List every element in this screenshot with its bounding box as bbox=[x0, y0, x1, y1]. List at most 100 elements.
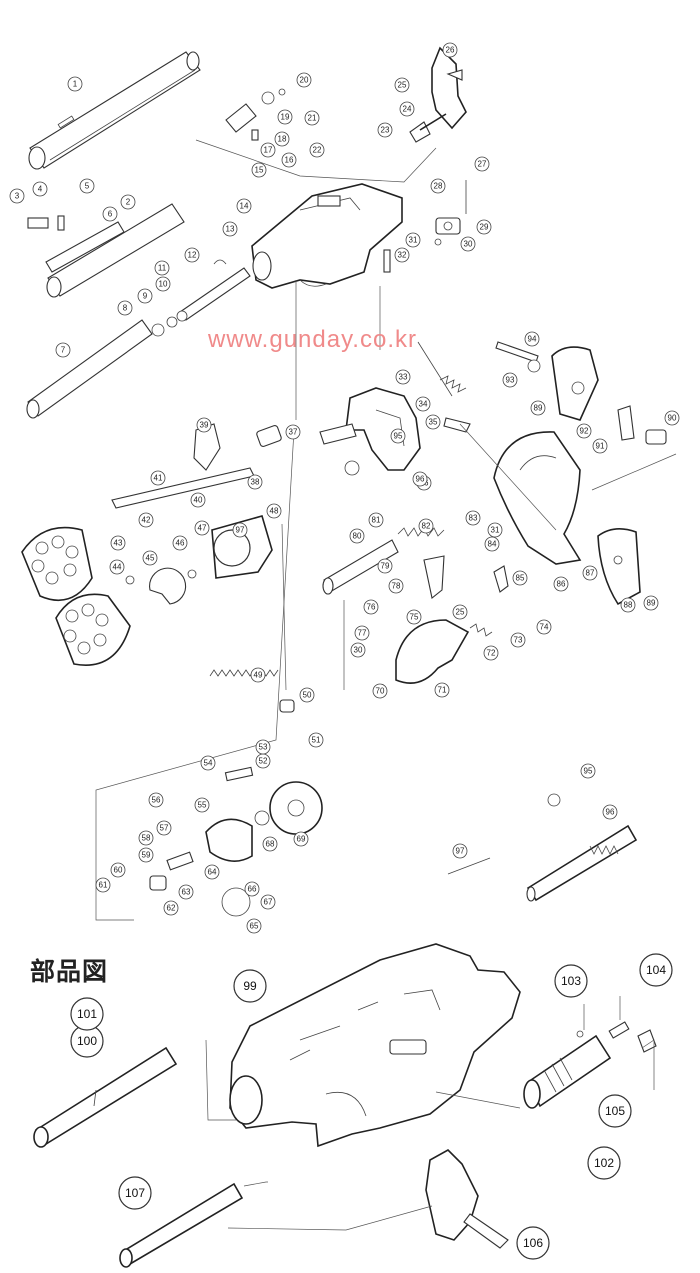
callout-number: 96 bbox=[606, 808, 615, 817]
callout-circle bbox=[95, 877, 111, 893]
callout-number: 11 bbox=[158, 264, 167, 273]
callout-8: 8 bbox=[117, 300, 133, 316]
callout-94: 94 bbox=[524, 331, 540, 347]
callout-circle bbox=[576, 423, 592, 439]
callout-31: 31 bbox=[405, 232, 421, 248]
callout-number: 3 bbox=[15, 192, 20, 201]
callout-number: 49 bbox=[254, 671, 263, 680]
callout-number: 60 bbox=[114, 866, 123, 875]
callout-circle bbox=[598, 1094, 632, 1128]
callout-56: 56 bbox=[148, 792, 164, 808]
part-trigger-spring bbox=[417, 341, 471, 433]
callout-number: 27 bbox=[478, 160, 487, 169]
callout-circle bbox=[620, 597, 636, 613]
callout-circle bbox=[405, 232, 421, 248]
callout-number: 30 bbox=[464, 240, 473, 249]
callout-circle bbox=[246, 918, 262, 934]
callout-number: 83 bbox=[469, 514, 478, 523]
callout-number: 89 bbox=[534, 404, 543, 413]
callout-2: 2 bbox=[120, 194, 136, 210]
watermark-text: www.gunday.co.kr bbox=[208, 326, 417, 353]
part-grip-main bbox=[493, 431, 582, 565]
part-long-pin bbox=[119, 1182, 244, 1268]
callout-92: 92 bbox=[576, 423, 592, 439]
callout-number: 38 bbox=[251, 478, 260, 487]
callout-number: 99 bbox=[243, 979, 257, 993]
callout-number: 56 bbox=[152, 796, 161, 805]
part-main-spring bbox=[209, 669, 295, 713]
callout-number: 53 bbox=[259, 743, 268, 752]
callout-54: 54 bbox=[200, 755, 216, 771]
callout-76: 76 bbox=[363, 599, 379, 615]
callout-number: 75 bbox=[410, 613, 419, 622]
callout-100: 100 bbox=[70, 1024, 104, 1058]
callout-80: 80 bbox=[349, 528, 365, 544]
callout-number: 69 bbox=[297, 835, 306, 844]
part-frame bbox=[251, 183, 403, 289]
callout-number: 37 bbox=[289, 428, 298, 437]
callout-circle bbox=[592, 438, 608, 454]
callout-circle bbox=[530, 400, 546, 416]
callout-circle bbox=[434, 682, 450, 698]
callout-number: 67 bbox=[264, 898, 273, 907]
callout-circle bbox=[377, 122, 393, 138]
callout-number: 102 bbox=[594, 1156, 614, 1170]
callout-number: 10 bbox=[159, 280, 168, 289]
callout-45: 45 bbox=[142, 550, 158, 566]
callout-number: 5 bbox=[85, 182, 90, 191]
callout-68: 68 bbox=[262, 836, 278, 852]
callout-number: 55 bbox=[198, 801, 207, 810]
callout-28: 28 bbox=[430, 178, 446, 194]
callout-circle bbox=[190, 492, 206, 508]
callout-12: 12 bbox=[184, 247, 200, 263]
callout-14: 14 bbox=[236, 198, 252, 214]
callout-number: 85 bbox=[516, 574, 525, 583]
callout-circle bbox=[247, 474, 263, 490]
callout-number: 103 bbox=[561, 974, 581, 988]
callout-circle bbox=[70, 997, 104, 1031]
callout-number: 95 bbox=[394, 432, 403, 441]
callout-25-2: 25 bbox=[452, 604, 468, 620]
callout-circle bbox=[460, 236, 476, 252]
callout-1: 1 bbox=[67, 76, 83, 92]
callout-number: 9 bbox=[143, 292, 148, 301]
callout-19: 19 bbox=[277, 109, 293, 125]
callout-number: 84 bbox=[488, 540, 497, 549]
callout-number: 106 bbox=[523, 1236, 543, 1250]
callout-circle bbox=[415, 396, 431, 412]
callout-circle bbox=[536, 619, 552, 635]
callout-number: 20 bbox=[300, 76, 309, 85]
callout-number: 17 bbox=[264, 146, 273, 155]
callout-circle bbox=[150, 470, 166, 486]
callout-circle bbox=[204, 864, 220, 880]
callout-circle bbox=[554, 964, 588, 998]
callout-circle bbox=[308, 732, 324, 748]
callout-99: 99 bbox=[233, 969, 267, 1003]
callout-41: 41 bbox=[150, 470, 166, 486]
section-title: 部品図 bbox=[30, 957, 109, 986]
callout-circle bbox=[406, 609, 422, 625]
callout-circle bbox=[580, 763, 596, 779]
callout-circle bbox=[117, 300, 133, 316]
callout-106: 106 bbox=[516, 1226, 550, 1260]
callout-57: 57 bbox=[156, 820, 172, 836]
callout-number: 48 bbox=[270, 507, 279, 516]
callout-10: 10 bbox=[155, 276, 171, 292]
callout-87: 87 bbox=[582, 565, 598, 581]
callout-number: 63 bbox=[182, 888, 191, 897]
callout-circle bbox=[394, 77, 410, 93]
callout-number: 90 bbox=[668, 414, 677, 423]
callout-number: 88 bbox=[624, 601, 633, 610]
callout-number: 74 bbox=[540, 623, 549, 632]
part-cylinder-rod bbox=[111, 423, 282, 509]
callout-circle bbox=[285, 424, 301, 440]
callout-58: 58 bbox=[138, 830, 154, 846]
callout-circle bbox=[79, 178, 95, 194]
callout-89: 89 bbox=[643, 595, 659, 611]
callout-number: 42 bbox=[142, 516, 151, 525]
callout-75: 75 bbox=[406, 609, 422, 625]
callout-32: 32 bbox=[394, 247, 410, 263]
callout-69: 69 bbox=[293, 831, 309, 847]
part-valve-assembly bbox=[149, 766, 323, 917]
callout-37: 37 bbox=[285, 424, 301, 440]
